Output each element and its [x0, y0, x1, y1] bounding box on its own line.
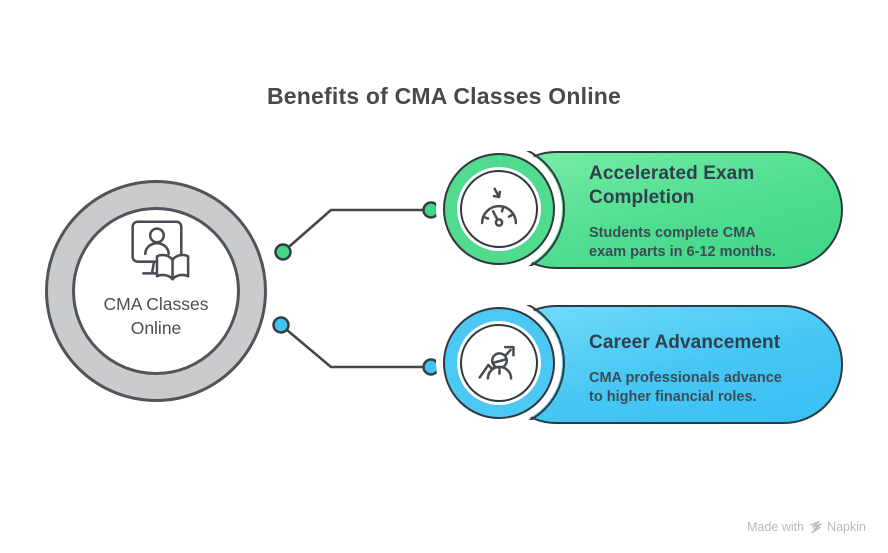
connector-dot-blue-end	[422, 358, 440, 376]
badge-inner-circle	[460, 170, 538, 248]
connector-line-bottom	[280, 324, 431, 369]
card-title: Career Advancement	[589, 332, 781, 353]
badge-accelerated-exam	[443, 153, 555, 265]
online-class-icon	[131, 220, 190, 281]
napkin-logo-icon	[810, 520, 822, 534]
card-notch-arc-blue	[499, 305, 565, 420]
card-notch-arc-green	[499, 151, 565, 266]
connector-line-top	[282, 208, 431, 253]
badge-inner-circle	[460, 324, 538, 402]
card-title: Accelerated Exam Completion	[589, 163, 755, 208]
card-description: Students complete CMA exam parts in 6-12…	[589, 225, 776, 260]
speedometer-icon	[480, 187, 518, 227]
center-node-label: CMA Classes Online	[103, 294, 209, 338]
connector-dot-blue-start	[272, 316, 290, 334]
center-node: CMA Classes Online	[45, 180, 267, 402]
watermark: Made with Napkin	[747, 520, 866, 534]
card-text-block: Accelerated Exam Completion Students com…	[589, 162, 824, 262]
center-node-inner: CMA Classes Online	[72, 207, 240, 375]
growth-person-icon	[478, 345, 515, 380]
card-text-block: Career Advancement CMA professionals adv…	[589, 331, 824, 407]
card-description: CMA professionals advance to higher fina…	[589, 370, 782, 405]
watermark-prefix: Made with	[747, 520, 805, 534]
watermark-brand: Napkin	[827, 520, 866, 534]
card-accelerated-exam-completion: Accelerated Exam Completion Students com…	[497, 151, 843, 269]
page-title: Benefits of CMA Classes Online	[266, 83, 622, 109]
connector-dot-green-end	[422, 201, 440, 219]
connector-dot-green-start	[274, 243, 292, 261]
badge-career-advancement	[443, 307, 555, 419]
